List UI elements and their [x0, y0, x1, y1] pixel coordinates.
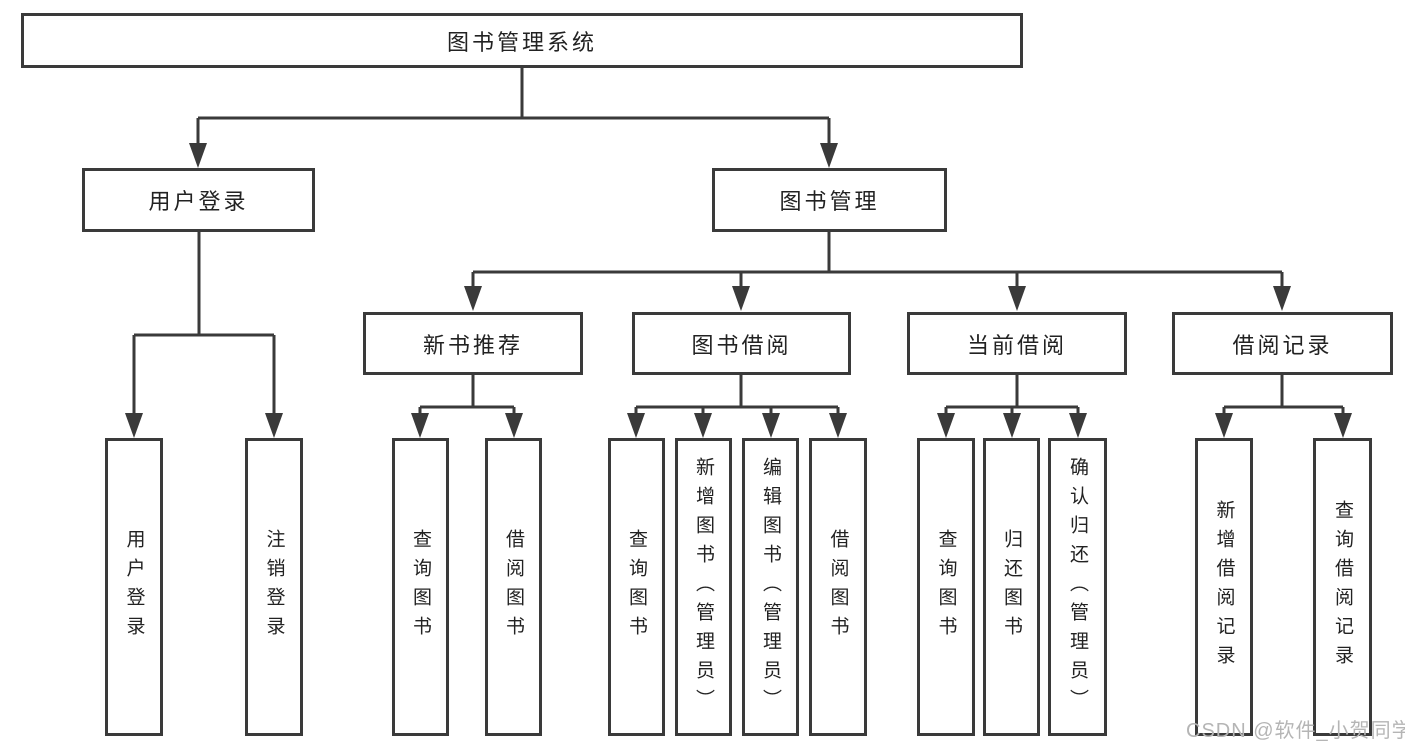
leaf-recommend-query-books: 查询图书 [392, 438, 449, 736]
arrow-down-icon [1003, 413, 1021, 438]
node-label: 借阅图书 [827, 529, 849, 645]
csdn-watermark: CSDN @软件_小贺同学 [1186, 720, 1405, 742]
node-label: 新增借阅记录 [1213, 500, 1235, 674]
leaf-recommend-borrow-books: 借阅图书 [485, 438, 542, 736]
arrow-down-icon [125, 413, 143, 438]
arrow-down-icon [411, 413, 429, 438]
leaf-borrow-borrow-books: 借阅图书 [809, 438, 867, 736]
node-current-borrow: 当前借阅 [907, 312, 1127, 375]
node-label: 查询图书 [410, 529, 431, 645]
node-label: 注销登录 [263, 529, 285, 645]
arrow-down-icon [762, 413, 780, 438]
node-label: 新增图书（管理员） [693, 456, 714, 718]
node-book-management: 图书管理 [712, 168, 947, 232]
node-library-management-system: 图书管理系统 [21, 13, 1023, 68]
arrow-down-icon [820, 143, 838, 168]
leaf-borrow-edit-books-admin: 编辑图书（管理员） [742, 438, 799, 736]
arrow-down-icon [1215, 413, 1233, 438]
arrow-down-icon [829, 413, 847, 438]
arrow-down-icon [464, 286, 482, 311]
leaf-records-add-borrow-record: 新增借阅记录 [1195, 438, 1253, 736]
arrow-down-icon [937, 413, 955, 438]
arrow-down-icon [189, 143, 207, 168]
arrow-down-icon [1069, 413, 1087, 438]
arrow-down-icon [732, 286, 750, 311]
node-label: 当前借阅 [966, 332, 1067, 358]
arrow-down-icon [627, 413, 645, 438]
node-label: 新书推荐 [422, 332, 523, 358]
arrow-down-icon [265, 413, 283, 438]
node-label: 用户登录 [148, 189, 249, 214]
leaf-current-query-books: 查询图书 [917, 438, 975, 736]
leaf-logout: 注销登录 [245, 438, 303, 736]
leaf-borrow-add-books-admin: 新增图书（管理员） [675, 438, 732, 736]
arrow-down-icon [1273, 286, 1291, 311]
node-new-book-recommend: 新书推荐 [363, 312, 583, 375]
leaf-records-query-borrow-record: 查询借阅记录 [1313, 438, 1372, 736]
node-borrow-records: 借阅记录 [1172, 312, 1393, 375]
node-label: 图书借阅 [691, 332, 792, 358]
node-label: 编辑图书（管理员） [760, 456, 781, 718]
leaf-current-confirm-return-admin: 确认归还（管理员） [1048, 438, 1107, 736]
arrow-down-icon [694, 413, 712, 438]
node-label: 确认归还（管理员） [1067, 456, 1088, 718]
leaf-user-login: 用户登录 [105, 438, 163, 736]
node-label: 查询借阅记录 [1332, 500, 1353, 674]
node-label: 借阅记录 [1232, 332, 1333, 358]
arrow-down-icon [1334, 413, 1352, 438]
node-label: 归还图书 [1001, 529, 1022, 645]
node-label: 查询图书 [626, 529, 647, 645]
arrow-down-icon [505, 413, 523, 438]
node-label: 查询图书 [935, 529, 957, 645]
node-book-borrow: 图书借阅 [632, 312, 851, 375]
arrow-down-icon [1008, 286, 1026, 311]
node-user-login: 用户登录 [82, 168, 315, 232]
node-label: 图书管理 [779, 189, 880, 214]
node-label: 用户登录 [123, 529, 145, 645]
leaf-current-return-books: 归还图书 [983, 438, 1040, 736]
node-label: 借阅图书 [503, 529, 524, 645]
leaf-borrow-query-books: 查询图书 [608, 438, 665, 736]
node-label: 图书管理系统 [446, 29, 597, 55]
